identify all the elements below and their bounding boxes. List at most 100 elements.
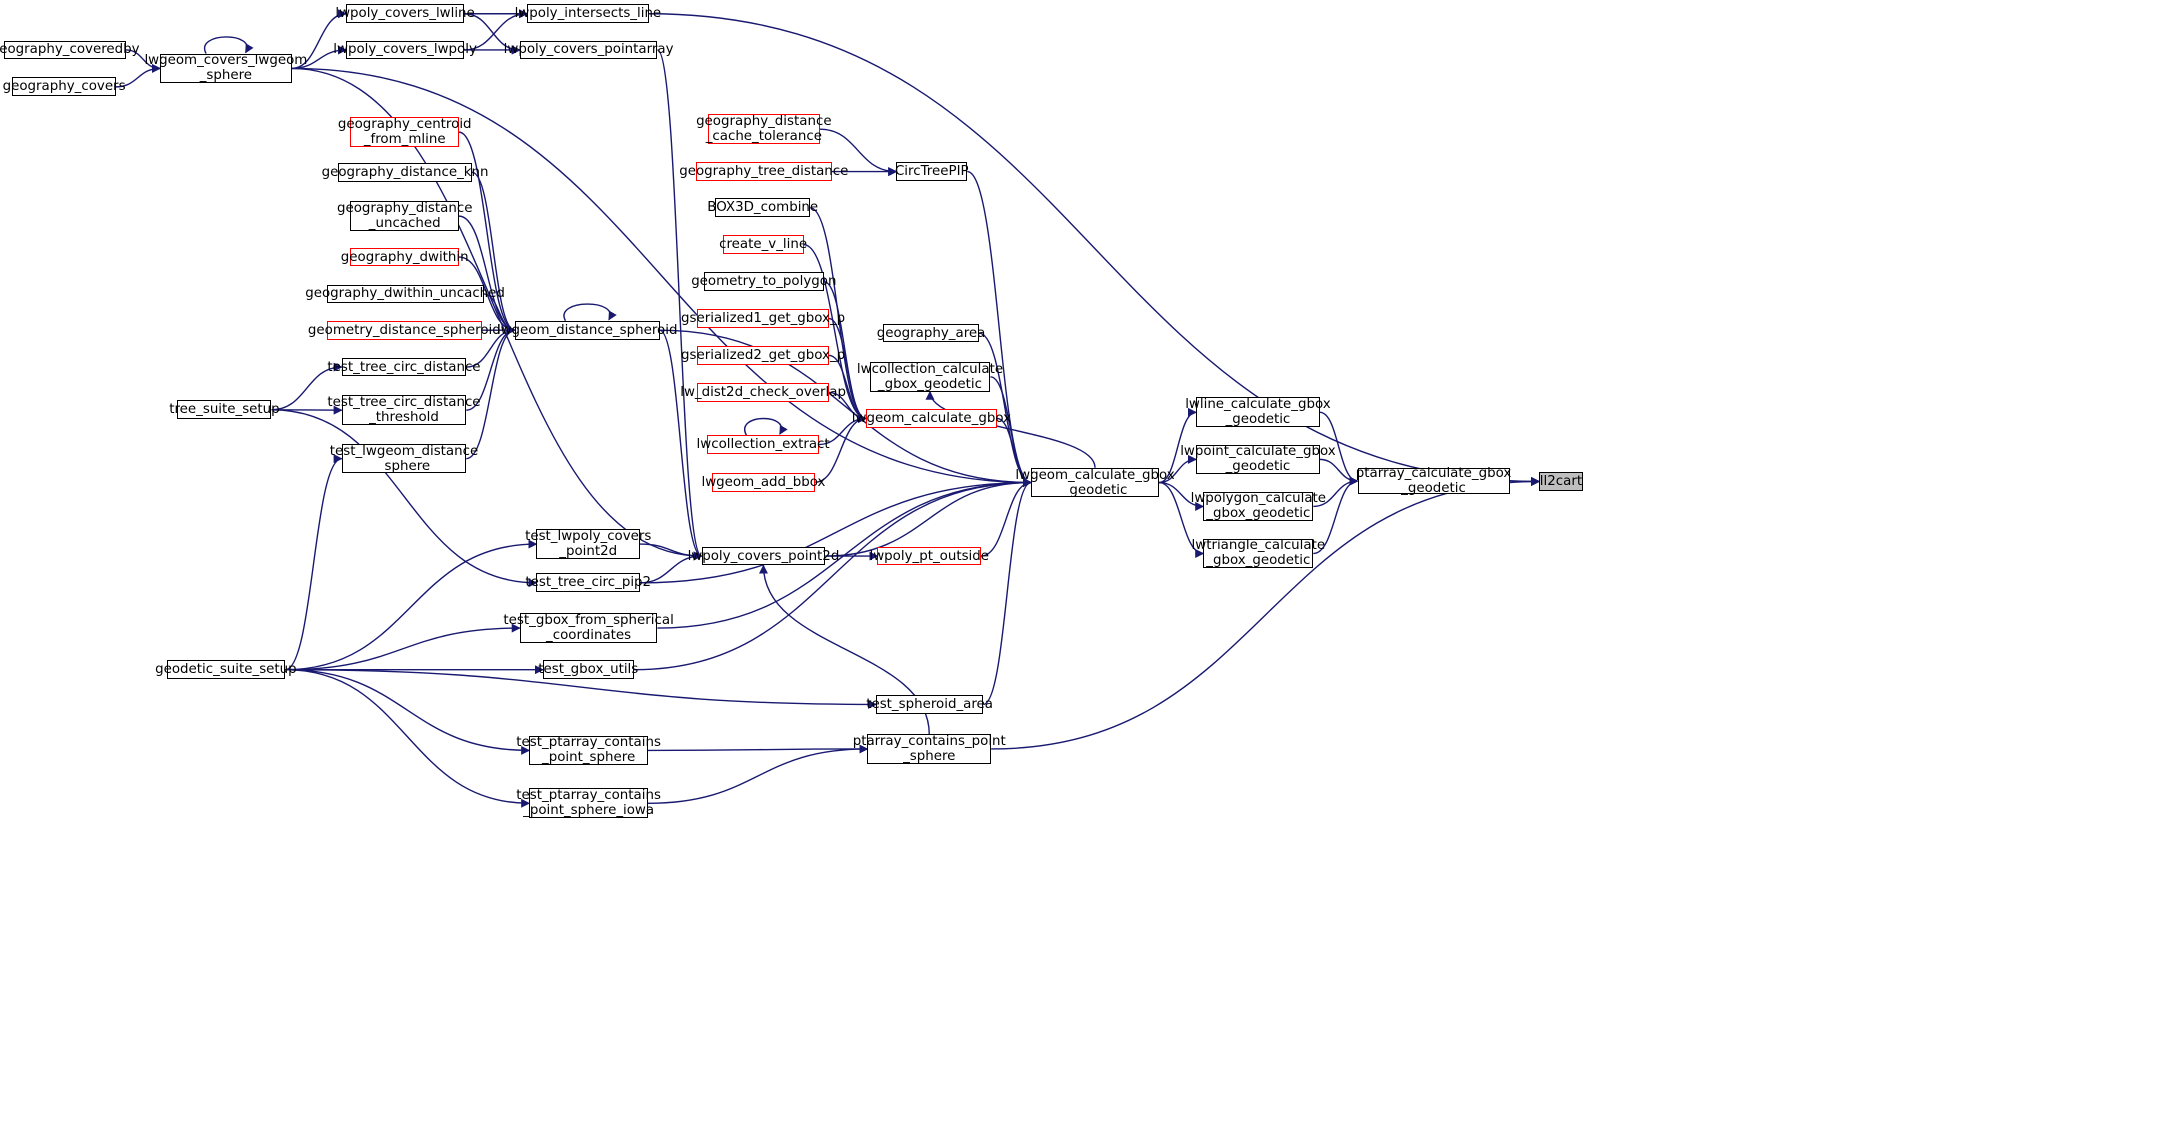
node-label-line: _geodetic (1062, 482, 1128, 498)
edge-lwgeom_distance_spheroid-to-lwpoly_covers_point2d (659, 329, 703, 561)
node-test-ptarray-contains-point-sphere[interactable]: test_ptarray_contains_point_sphere (516, 735, 661, 765)
node-create-v-line[interactable]: create_v_line (719, 235, 807, 255)
node-lwpoly-covers-pointarray[interactable]: lwpoly_covers_pointarray (504, 40, 674, 60)
node-test-lwgeom-distance-sphere[interactable]: test_lwgeom_distance_sphere (330, 444, 479, 474)
node-geography-distance-uncached[interactable]: geography_distance_uncached (337, 201, 473, 232)
node-lwcollection-calculate-gbox-geodetic[interactable]: lwcollection_calculate_gbox_geodetic (857, 362, 1003, 392)
node-box3d-combine[interactable]: BOX3D_combine (707, 198, 818, 218)
node-label-line: lwpoly_covers_lwpoly (333, 42, 477, 58)
node-label-line: test_spheroid_area (866, 696, 993, 712)
edge-lwtriangle_calculate_gbox_geodetic-to-ptarray_calculate_gbox_geodetic (1313, 476, 1359, 555)
node-lwpolygon-calculate-gbox-geodetic[interactable]: lwpolygon_calculate_gbox_geodetic (1191, 491, 1326, 522)
edge-lwpoly_intersects_line-to-ll2cart (648, 13, 1541, 486)
node-lwcollection-extract[interactable]: lwcollection_extract (697, 435, 830, 454)
node-label-line: lwpoint_calculate_gbox (1180, 444, 1336, 460)
edge-lwgeom_calculate_gbox_geodetic-to-lwpolygon_calculate_gbox_geodetic (1159, 481, 1205, 511)
node-test-gbox-from-spherical-coordinates[interactable]: test_gbox_from_spherical_coordinates (503, 613, 673, 643)
node-label-line: _cache_tolerance (705, 129, 822, 145)
node-lwgeom-covers-lwgeom-sphere[interactable]: lwgeom_covers_lwgeom_sphere (144, 53, 307, 84)
edge-lwgeom_covers_lwgeom_sphere-to-lwgeom_calculate_gbox_geodetic (291, 67, 1032, 488)
node-lwgeom-distance-spheroid[interactable]: lwgeom_distance_spheroid (497, 320, 677, 340)
node-label-line: _geodetic (1225, 459, 1291, 475)
node-geography-tree-distance[interactable]: geography_tree_distance (679, 162, 848, 181)
node-test-tree-circ-distance[interactable]: test_tree_circ_distance (327, 357, 481, 377)
node-geography-area[interactable]: geography_area (877, 323, 985, 343)
edge-lwgeom_distance_spheroid-to-lwgeom_calculate_gbox_geodetic (659, 329, 1032, 488)
node-label-line: _gbox_geodetic (1206, 506, 1311, 522)
node-lwgeom-add-bbox[interactable]: lwgeom_add_bbox (701, 472, 825, 492)
node-label-line: test_tree_circ_distance (327, 359, 481, 375)
edge-test_tree_circ_pip2-to-lwgeom_calculate_gbox_geodetic (640, 478, 1032, 584)
node-lwgeom-calculate-gbox-geodetic[interactable]: lwgeom_calculate_gbox_geodetic (1015, 468, 1174, 498)
node-label-line: geodetic_suite_setup (155, 662, 297, 678)
edge-lwgeom_covers_lwgeom_sphere-to-lwpoly_covers_lwpoly (291, 45, 347, 70)
node-geography-coveredby[interactable]: geography_coveredby (0, 40, 140, 60)
node-label-line: geography_area (876, 325, 986, 341)
node-label-line: CircTreePIP (894, 164, 969, 180)
node-geography-centroid-from-mline[interactable]: geography_centroid_from_mline (338, 117, 472, 147)
node-label-line: test_ptarray_contains (516, 735, 661, 751)
node-lwpoly-pt-outside[interactable]: lwpoly_pt_outside (870, 546, 989, 566)
node-lwpoly-intersects-line[interactable]: lwpoly_intersects_line (515, 4, 661, 24)
edge-ptarray_contains_point_sphere-to-ll2cart (991, 476, 1541, 750)
node-lw-dist2d-check-overlap[interactable]: lw_dist2d_check_overlap (680, 382, 846, 402)
node-label-line: lwline_calculate_gbox (1185, 397, 1331, 413)
node-label-line: test_lwgeom_distance (329, 443, 479, 459)
node-ll2cart[interactable]: ll2cart (1539, 472, 1583, 491)
node-label-line: lwpoly_covers_pointarray (503, 42, 674, 58)
edge-CircTreePIP-to-lwgeom_calculate_gbox_geodetic (967, 170, 1032, 487)
node-label-line: tree_suite_setup (169, 402, 280, 418)
node-label-line: gserialized1_get_gbox_p (681, 311, 846, 327)
node-test-gbox-utils[interactable]: test_gbox_utils (538, 660, 638, 680)
node-label-line: geography_centroid (337, 117, 472, 133)
node-geography-distance-knn[interactable]: geography_distance_knn (322, 162, 489, 182)
node-lwgeom-calculate-gbox[interactable]: lwgeom_calculate_gbox (852, 409, 1011, 428)
node-label-line: ptarray_calculate_gbox (1355, 466, 1512, 482)
node-label-line: geography_distance (336, 201, 473, 217)
node-geography-distance-cache-tolerance[interactable]: geography_distance_cache_tolerance (696, 114, 832, 145)
node-geometry-to-polygon[interactable]: geometry_to_polygon (691, 272, 836, 292)
edge-lwgeom_covers_lwgeom_sphere-to-lwgeom_covers_lwgeom_sphere (203, 36, 254, 54)
node-ptarray-contains-point-sphere[interactable]: ptarray_contains_point_sphere (853, 734, 1006, 764)
edge-lwpoly_covers_point2d-to-lwgeom_calculate_gbox_geodetic (825, 478, 1032, 557)
node-test-spheroid-area[interactable]: test_spheroid_area (866, 695, 993, 714)
node-test-tree-circ-distance-threshold[interactable]: test_tree_circ_distance_threshold (327, 395, 480, 425)
node-lwpoly-covers-lwline[interactable]: lwpoly_covers_lwline (335, 4, 475, 24)
node-test-ptarray-contains-point-sphere-iowa[interactable]: test_ptarray_contains_point_sphere_iowa (516, 788, 661, 818)
edge-test_gbox_from_spherical_coordinates-to-lwgeom_calculate_gbox_geodetic (657, 478, 1032, 629)
node-geography-dwithin[interactable]: geography_dwithin (341, 247, 469, 267)
node-lwpoly-covers-lwpoly[interactable]: lwpoly_covers_lwpoly (333, 40, 477, 60)
edge-geodetic_suite_setup-to-test_lwgeom_distance_sphere (285, 454, 343, 671)
node-lwline-calculate-gbox-geodetic[interactable]: lwline_calculate_gbox_geodetic (1185, 397, 1331, 427)
node-lwpoly-covers-point2d[interactable]: lwpoly_covers_point2d (688, 546, 839, 566)
node-ptarray-calculate-gbox-geodetic[interactable]: ptarray_calculate_gbox_geodetic (1355, 466, 1512, 497)
node-gserialized2-get-gbox-p[interactable]: gserialized2_get_gbox_p (681, 346, 845, 365)
node-geometry-distance-spheroid[interactable]: geometry_distance_spheroid (308, 320, 501, 340)
edge-lwgeom_covers_lwgeom_sphere-to-lwpoly_covers_point2d (291, 67, 703, 561)
node-label-line: _sphere (377, 458, 431, 474)
node-test-tree-circ-pip2[interactable]: test_tree_circ_pip2 (525, 573, 651, 593)
node-label-line: ptarray_contains_point (852, 733, 1006, 749)
edge-geography_centroid_from_mline-to-lwgeom_distance_spheroid (458, 131, 516, 335)
node-label-line: _gbox_geodetic (877, 376, 983, 392)
node-label-line: lwpolygon_calculate (1190, 491, 1327, 507)
node-label-line: BOX3D_combine (707, 200, 819, 216)
node-geography-dwithin-uncached[interactable]: geography_dwithin_uncached (305, 284, 505, 304)
node-circtreepip[interactable]: CircTreePIP (894, 162, 969, 181)
node-test-lwpoly-covers-point2d[interactable]: test_lwpoly_covers_point2d (525, 529, 651, 559)
node-label-line: _geodetic (1401, 481, 1466, 497)
node-geography-covers[interactable]: geography_covers (3, 77, 126, 97)
node-label-line: geography_dwithin (340, 249, 469, 265)
node-geodetic-suite-setup[interactable]: geodetic_suite_setup (155, 660, 297, 680)
edge-test_ptarray_contains_point_sphere_iowa-to-ptarray_contains_point_sphere (647, 744, 869, 804)
node-lwpoint-calculate-gbox-geodetic[interactable]: lwpoint_calculate_gbox_geodetic (1180, 444, 1335, 475)
node-tree-suite-setup[interactable]: tree_suite_setup (169, 400, 280, 420)
node-lwtriangle-calculate-gbox-geodetic[interactable]: lwtriangle_calculate_gbox_geodetic (1192, 538, 1326, 568)
node-gserialized1-get-gbox-p[interactable]: gserialized1_get_gbox_p (681, 309, 845, 328)
node-label-line: lwgeom_distance_spheroid (496, 322, 678, 338)
edge-lwpoly_covers_lwpoly-to-lwpoly_intersects_line (464, 9, 528, 51)
node-label-line: _uncached (368, 216, 441, 232)
edge-lwcollection_extract-to-lwcollection_extract (744, 417, 788, 436)
node-label-line: lwpoly_covers_lwline (335, 6, 475, 22)
node-label-line: _sphere (199, 68, 253, 84)
